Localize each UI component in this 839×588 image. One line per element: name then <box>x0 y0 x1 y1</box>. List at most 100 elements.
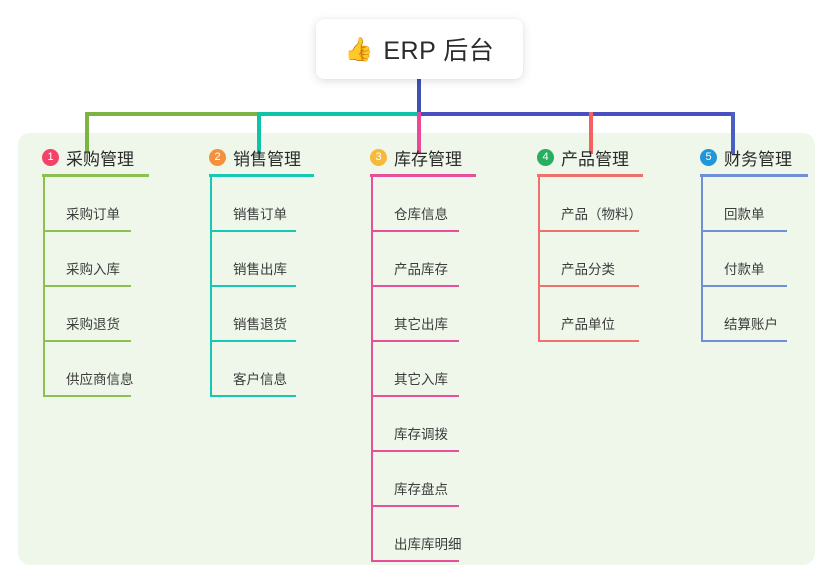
list-item-rule <box>371 285 459 287</box>
column-header-1[interactable]: 1 采购管理 <box>42 146 149 169</box>
list-item-label: 库存调拨 <box>394 427 448 442</box>
list-item-label: 仓库信息 <box>394 207 448 222</box>
list-item[interactable]: 其它出库 <box>370 287 476 342</box>
list-item[interactable]: 回款单 <box>700 177 808 232</box>
list-item[interactable]: 产品单位 <box>537 287 643 342</box>
column-title: 库存管理 <box>394 149 462 169</box>
column-item-list: 仓库信息产品库存其它出库其它入库库存调拨库存盘点出库库明细 <box>370 177 476 562</box>
list-item-label: 客户信息 <box>233 372 287 387</box>
root-title-card[interactable]: 👍 ERP 后台 <box>316 19 523 79</box>
list-item[interactable]: 采购订单 <box>42 177 149 232</box>
list-item-rule <box>43 285 131 287</box>
list-item-rule <box>701 340 787 342</box>
list-item[interactable]: 库存盘点 <box>370 452 476 507</box>
list-item[interactable]: 仓库信息 <box>370 177 476 232</box>
column-header-rule <box>209 174 314 177</box>
column-销售管理: 2 销售管理销售订单销售出库销售退货客户信息 <box>209 146 314 397</box>
content-panel <box>18 133 815 565</box>
list-item-rule <box>43 340 131 342</box>
list-item-rule <box>371 450 459 452</box>
column-header-rule <box>700 174 808 177</box>
list-item-rule <box>371 395 459 397</box>
column-title: 财务管理 <box>724 149 792 169</box>
list-item[interactable]: 供应商信息 <box>42 342 149 397</box>
column-index-badge: 5 <box>700 148 717 166</box>
list-item[interactable]: 采购退货 <box>42 287 149 342</box>
list-item[interactable]: 销售退货 <box>209 287 314 342</box>
column-item-list: 销售订单销售出库销售退货客户信息 <box>209 177 314 397</box>
column-header-rule <box>537 174 643 177</box>
column-spine <box>538 177 540 342</box>
column-index-badge: 2 <box>209 148 226 166</box>
list-item[interactable]: 客户信息 <box>209 342 314 397</box>
list-item[interactable]: 库存调拨 <box>370 397 476 452</box>
column-spine <box>43 177 45 397</box>
list-item-label: 采购订单 <box>66 207 120 222</box>
dropline-to-column-1 <box>85 112 89 154</box>
list-item-label: 其它出库 <box>394 317 448 332</box>
column-index-badge: 4 <box>537 148 554 166</box>
list-item-rule <box>371 230 459 232</box>
list-item-label: 其它入库 <box>394 372 448 387</box>
list-item[interactable]: 结算账户 <box>700 287 808 342</box>
thumbs-up-emoji: 👍 <box>344 35 374 62</box>
list-item-rule <box>371 560 459 562</box>
list-item-label: 销售出库 <box>233 262 287 277</box>
list-item-label: 销售订单 <box>233 207 287 222</box>
list-item[interactable]: 产品库存 <box>370 232 476 287</box>
dropline-to-column-2 <box>257 112 261 154</box>
column-spine <box>210 177 212 397</box>
list-item-label: 产品库存 <box>394 262 448 277</box>
list-item-label: 结算账户 <box>724 317 778 332</box>
column-spine <box>371 177 373 562</box>
list-item[interactable]: 销售订单 <box>209 177 314 232</box>
column-item-list: 采购订单采购入库采购退货供应商信息 <box>42 177 149 397</box>
column-采购管理: 1 采购管理采购订单采购入库采购退货供应商信息 <box>42 146 149 397</box>
list-item[interactable]: 采购入库 <box>42 232 149 287</box>
column-spine <box>701 177 703 342</box>
list-item[interactable]: 产品分类 <box>537 232 643 287</box>
list-item-rule <box>210 340 296 342</box>
list-item-rule <box>701 285 787 287</box>
column-index-badge: 1 <box>42 148 59 166</box>
list-item-rule <box>210 285 296 287</box>
list-item[interactable]: 出库库明细 <box>370 507 476 562</box>
dropline-to-column-4 <box>589 112 593 154</box>
column-header-2[interactable]: 2 销售管理 <box>209 146 314 169</box>
list-item-label: 产品单位 <box>561 317 615 332</box>
list-item-rule <box>371 340 459 342</box>
list-item-label: 采购退货 <box>66 317 120 332</box>
list-item-label: 产品分类 <box>561 262 615 277</box>
column-header-rule <box>42 174 149 177</box>
column-title: 采购管理 <box>66 149 134 169</box>
column-header-3[interactable]: 3 库存管理 <box>370 146 476 169</box>
column-title: 销售管理 <box>233 149 301 169</box>
list-item-rule <box>43 395 131 397</box>
list-item-label: 产品（物料） <box>561 207 642 222</box>
list-item[interactable]: 销售出库 <box>209 232 314 287</box>
column-item-list: 产品（物料） 产品分类产品单位 <box>537 177 643 342</box>
list-item-label: 付款单 <box>724 262 765 277</box>
list-item-rule <box>210 395 296 397</box>
list-item-label: 库存盘点 <box>394 482 448 497</box>
list-item-label: 回款单 <box>724 207 765 222</box>
horizontal-connector-bar <box>85 112 735 116</box>
column-库存管理: 3 库存管理仓库信息产品库存其它出库其它入库库存调拨库存盘点出库库明细 <box>370 146 476 562</box>
column-item-list: 回款单付款单结算账户 <box>700 177 808 342</box>
list-item-rule <box>43 230 131 232</box>
column-header-5[interactable]: 5 财务管理 <box>700 146 808 169</box>
list-item-label: 出库库明细 <box>394 537 462 552</box>
connector-segment-3 <box>417 112 735 116</box>
list-item-label: 采购入库 <box>66 262 120 277</box>
list-item[interactable]: 付款单 <box>700 232 808 287</box>
dropline-to-column-3 <box>417 112 421 154</box>
list-item-label: 供应商信息 <box>66 372 134 387</box>
column-index-badge: 3 <box>370 148 387 166</box>
list-item-rule <box>538 230 639 232</box>
list-item[interactable]: 产品（物料） <box>537 177 643 232</box>
list-item[interactable]: 其它入库 <box>370 342 476 397</box>
list-item-rule <box>538 285 639 287</box>
